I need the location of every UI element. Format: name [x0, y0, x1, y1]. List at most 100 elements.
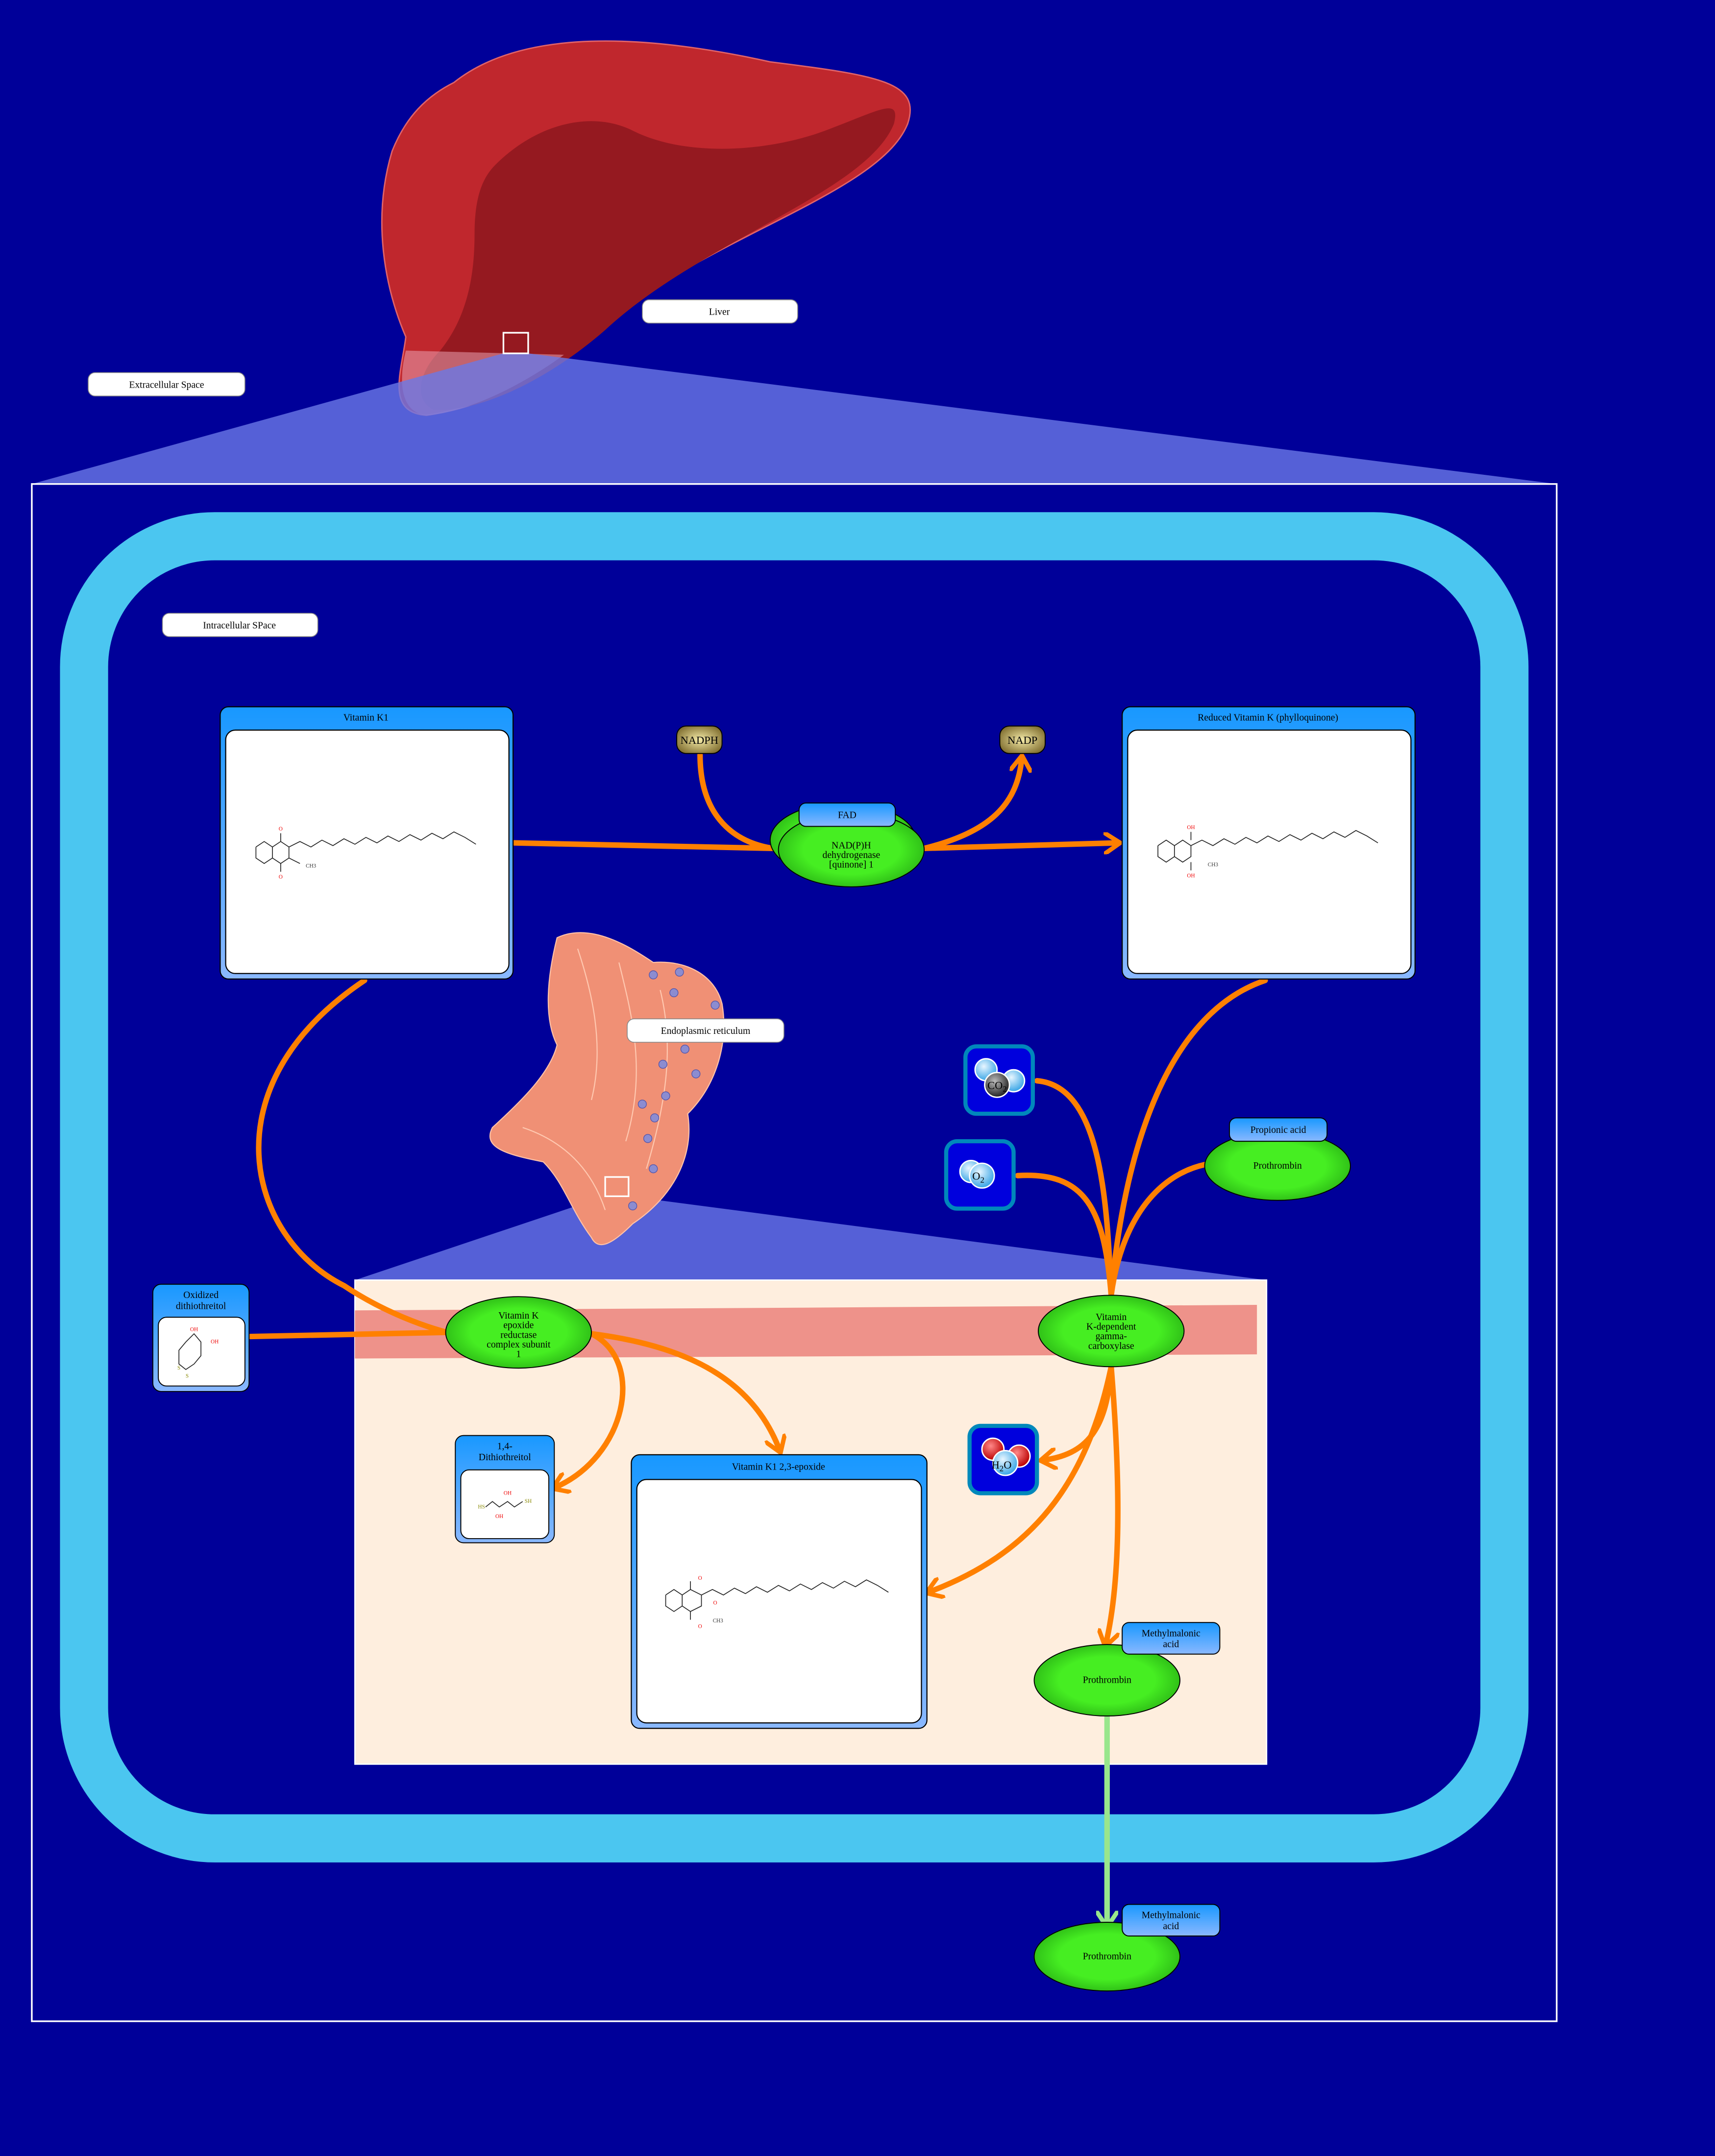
- methylmalonic-out-line1: Methylmalonic: [1142, 1910, 1200, 1921]
- methylmalonic-er-line1: Methylmalonic: [1142, 1628, 1200, 1639]
- oxidized-dtt-structure-icon: OH OH S S: [177, 1326, 219, 1379]
- edge-o2-to-ggcx[interactable]: [1015, 1173, 1114, 1298]
- vk1-o-bottom: O: [279, 874, 283, 880]
- dtt-line1: 1,4-: [497, 1441, 513, 1452]
- zoom-marker-er: [604, 1176, 630, 1198]
- metabolite-co2[interactable]: CO2: [963, 1044, 1035, 1116]
- dtt-oh1: OH: [504, 1490, 512, 1496]
- epox-o-ring: O: [713, 1600, 717, 1606]
- prothrombin-top-label: Prothrombin: [1253, 1160, 1302, 1171]
- fad-cofactor-box: [798, 802, 896, 827]
- liver-label-box: [642, 299, 798, 324]
- liver-organ: [381, 40, 911, 416]
- protein-ggcx[interactable]: Vitamin K-dependent gamma- carboxylase: [1038, 1295, 1185, 1368]
- intracellular-label: Intracellular SPace: [203, 620, 276, 631]
- vkorc1-line5: 1: [516, 1349, 521, 1360]
- edge-reduced-vk-to-ggcx[interactable]: [1108, 978, 1268, 1298]
- zoom-projection-liver: [31, 353, 1557, 484]
- ggcx-line2: K-dependent: [1086, 1322, 1136, 1332]
- zoom-marker-liver: [502, 332, 529, 354]
- vk1-ch3: CH3: [306, 863, 317, 869]
- edge-ggcx-to-epoxide[interactable]: [929, 1364, 1114, 1592]
- vitamin-k1-label: Vitamin K1: [343, 712, 389, 723]
- metabolite-nadph[interactable]: NADPH: [676, 725, 723, 754]
- er-label-box: [627, 1018, 784, 1043]
- liver-label: Liver: [709, 307, 730, 318]
- metabolite-dithiothreitol[interactable]: 1,4- Dithiothreitol HS SH OH OH: [455, 1435, 555, 1544]
- edge-vkorc1-to-dtt[interactable]: [554, 1331, 626, 1488]
- dtt-hs: HS: [478, 1504, 485, 1510]
- edge-ggcx-to-prothrombin[interactable]: [1106, 1364, 1121, 1644]
- epoxide-structure-icon: O O O CH3: [665, 1575, 889, 1629]
- nqo1-label-line2: dehydrogenase: [823, 850, 881, 860]
- odtt-oh1: OH: [190, 1326, 198, 1332]
- cell-membrane: [60, 512, 1529, 1862]
- edge-nqo1-to-reduced-vk[interactable]: [921, 843, 1118, 848]
- fad-label: FAD: [838, 810, 857, 821]
- ggcx-line3: gamma-: [1096, 1331, 1127, 1342]
- epoxide-label: Vitamin K1 2,3-epoxide: [732, 1462, 825, 1472]
- edge-vkorc1-to-epoxide[interactable]: [588, 1331, 780, 1451]
- dtt-oh2: OH: [495, 1514, 503, 1519]
- epox-o-top: O: [698, 1575, 702, 1581]
- vkorc1-line3: reductase: [500, 1329, 537, 1340]
- metabolite-nadp[interactable]: NADP: [999, 725, 1046, 754]
- methylmalonic-er-line2: acid: [1163, 1639, 1179, 1650]
- vkorc1-line4: complex subunit: [487, 1339, 551, 1350]
- prothrombin-er-label: Prothrombin: [1083, 1675, 1131, 1686]
- odtt-s2: S: [186, 1373, 189, 1379]
- endoplasmic-reticulum-organelle: [489, 932, 725, 1246]
- metabolite-reduced-vitamin-k[interactable]: Reduced Vitamin K (phylloquinone) OH OH …: [1122, 706, 1416, 980]
- protein-prothrombin-propionic[interactable]: Prothrombin Propionic acid: [1204, 1117, 1351, 1201]
- nadp-label: NADP: [1007, 734, 1037, 746]
- prothrombin-out-label: Prothrombin: [1083, 1951, 1131, 1962]
- methylmalonic-acid-box: [1122, 1622, 1221, 1655]
- er-label: Endoplasmic reticulum: [661, 1026, 751, 1036]
- edge-nqo1-to-nadp[interactable]: [921, 758, 1022, 851]
- o2-label: O2: [972, 1170, 984, 1185]
- epox-ch3: CH3: [713, 1618, 724, 1624]
- epox-o-bottom: O: [698, 1623, 702, 1629]
- edge-nadph-to-nqo1[interactable]: [697, 752, 776, 851]
- metabolite-oxidized-dithiothreitol[interactable]: Oxidized dithiothreitol OH OH S S: [152, 1283, 250, 1392]
- protein-vkorc1[interactable]: Vitamin K epoxide reductase complex subu…: [445, 1296, 592, 1369]
- h2o-label: H2O: [992, 1459, 1012, 1473]
- metabolite-o2[interactable]: O2: [944, 1139, 1016, 1211]
- protein-prothrombin-er[interactable]: Prothrombin Methylmalonic acid: [1033, 1622, 1221, 1717]
- methylmalonic-acid-box-out: [1122, 1904, 1221, 1937]
- ggcx-line4: carboxylase: [1088, 1341, 1134, 1351]
- vitamin-k1-structure-icon: O O CH3: [255, 826, 476, 880]
- methylmalonic-out-line2: acid: [1163, 1921, 1179, 1932]
- dtt-sh: SH: [525, 1498, 532, 1504]
- edge-oxidized-dtt-to-vkorc1[interactable]: [247, 1329, 450, 1340]
- protein-prothrombin-secreted[interactable]: Prothrombin Methylmalonic acid: [1033, 1904, 1221, 1992]
- co2-label: CO2: [987, 1079, 1007, 1094]
- edge-vk1-to-nqo1[interactable]: [510, 840, 776, 851]
- nqo1-label-line3: [quinone] 1: [829, 859, 874, 870]
- edge-prothrombin-to-ggcx[interactable]: [1108, 1162, 1208, 1298]
- rvk-oh-top: OH: [1187, 825, 1195, 831]
- oxidized-dtt-line1: Oxidized: [183, 1290, 219, 1300]
- metabolite-vitamin-k1[interactable]: Vitamin K1 O O CH3: [220, 706, 514, 980]
- odtt-oh2: OH: [211, 1339, 219, 1345]
- extracellular-label: Extracellular Space: [129, 379, 204, 390]
- metabolite-h2o[interactable]: H2O: [967, 1423, 1039, 1495]
- vk1-o-top: O: [279, 826, 283, 832]
- metabolite-vitamin-k1-epoxide[interactable]: Vitamin K1 2,3-epoxide O O O CH3: [631, 1454, 928, 1729]
- protein-nqo1[interactable]: NAD(P)H dehydrogenase [quinone] 1 FAD: [769, 802, 925, 887]
- extracellular-label-box: [88, 372, 245, 397]
- intracellular-label-box: [162, 612, 318, 637]
- ggcx-line1: Vitamin: [1096, 1312, 1127, 1323]
- dtt-line2: Dithiothreitol: [479, 1452, 531, 1463]
- vkorc1-line1: Vitamin K: [498, 1310, 539, 1321]
- propionic-acid-box: [1229, 1117, 1328, 1142]
- dtt-structure-icon: HS SH OH OH: [478, 1490, 532, 1519]
- nqo1-label-line1: NAD(P)H: [832, 840, 871, 851]
- edge-co2-to-ggcx[interactable]: [1034, 1078, 1114, 1298]
- edge-vk1-to-vkorc1[interactable]: [256, 978, 450, 1335]
- oxidized-dtt-line2: dithiothreitol: [176, 1300, 226, 1311]
- vkorc1-line2: epoxide: [503, 1320, 534, 1331]
- reduced-vitamin-k-structure-icon: OH OH CH3: [1157, 825, 1378, 879]
- rvk-ch3: CH3: [1208, 862, 1219, 868]
- reduced-vitamin-k-label: Reduced Vitamin K (phylloquinone): [1198, 712, 1338, 723]
